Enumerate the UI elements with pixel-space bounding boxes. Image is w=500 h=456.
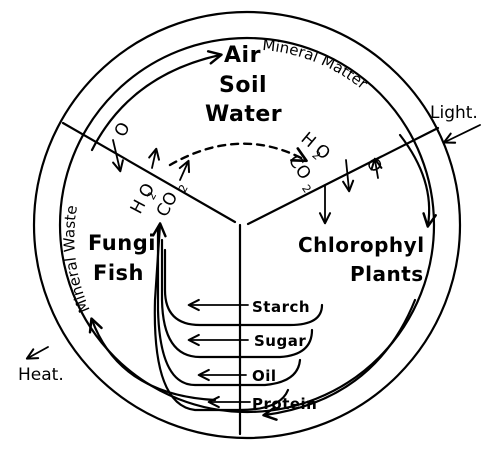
rim-label-mineral-waste: Mineral Waste	[60, 204, 93, 315]
product-starch: Starch	[252, 298, 310, 316]
heat-arrow	[25, 346, 49, 360]
dashed-cycle-arc	[168, 142, 308, 167]
label-fungi: Fungi	[88, 231, 156, 255]
label-water: Water	[205, 102, 282, 127]
product-loop-2	[160, 238, 314, 359]
divider-right	[246, 126, 440, 226]
label-soil: Soil	[219, 73, 267, 98]
label-chlorophyl: Chlorophyl	[298, 233, 425, 257]
rim-arrow-right	[398, 133, 437, 228]
left-o-arrow	[112, 139, 124, 173]
label-fish: Fish	[93, 261, 144, 285]
left-co2-arrow	[178, 159, 191, 181]
left-o-label: O	[111, 119, 135, 140]
product-loop-3	[156, 226, 302, 387]
label-light: Light.	[430, 103, 478, 123]
product-loop-1	[163, 248, 324, 327]
product-protein: Protein	[252, 395, 317, 413]
divider-left	[61, 121, 237, 224]
outer-circle	[32, 10, 462, 440]
product-oil: Oil	[252, 367, 277, 385]
label-air: Air	[224, 43, 261, 68]
rim-arrow-top	[90, 50, 223, 152]
right-o-label: O	[362, 155, 386, 177]
label-plants: Plants	[350, 262, 424, 286]
light-arrow	[442, 124, 481, 144]
rim-label-mineral-matter: Mineral Matter	[262, 36, 372, 93]
rim-arrow-left	[88, 317, 217, 402]
product-sugar: Sugar	[254, 332, 306, 350]
rim-arrow-bottom	[262, 298, 417, 421]
right-o-arrow	[370, 157, 383, 179]
left-h2o-arrow	[148, 147, 161, 169]
product-loop-4	[151, 222, 290, 412]
right-h2o-arrow	[342, 159, 355, 193]
label-heat: Heat.	[18, 365, 64, 385]
